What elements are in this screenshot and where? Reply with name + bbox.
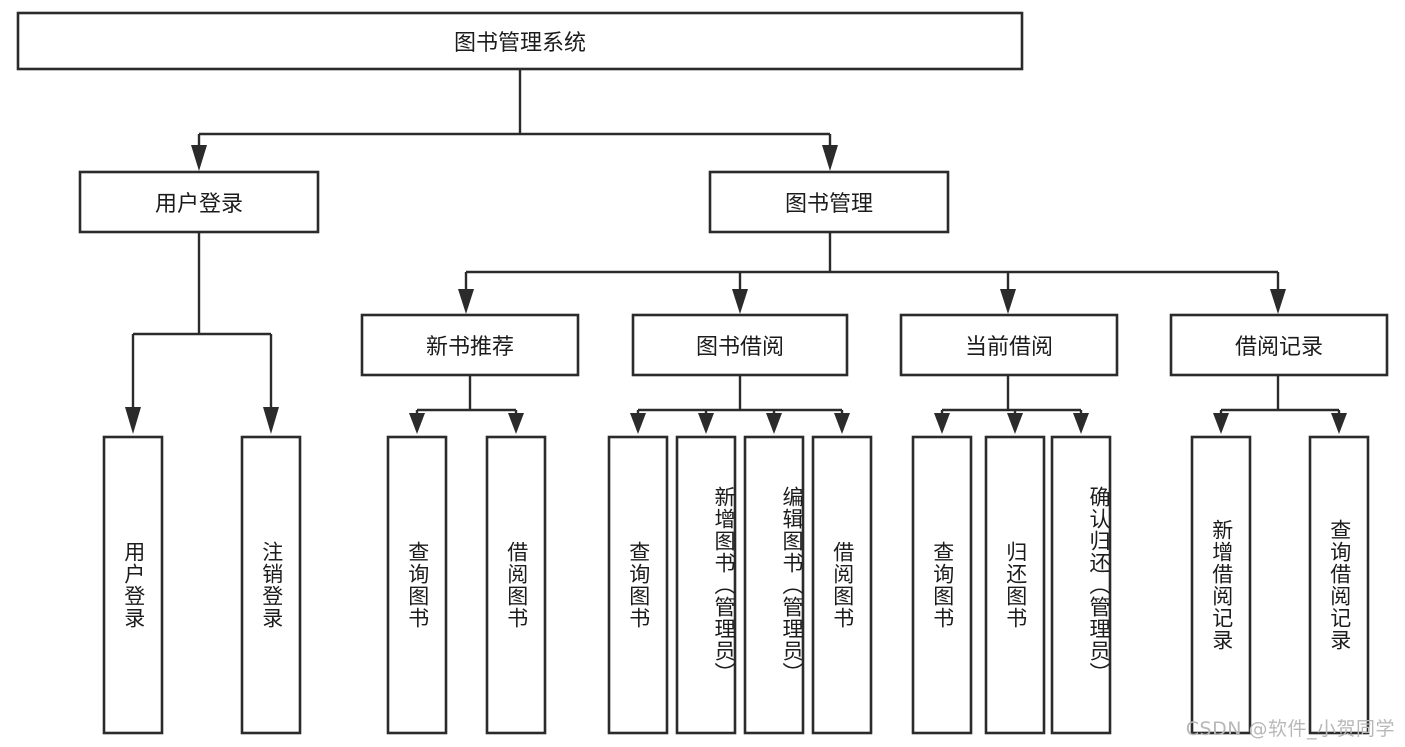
- arrowhead-current-borrow: [1000, 289, 1016, 314]
- node-box-user-login[interactable]: [78, 170, 320, 234]
- arrowhead-leaf-borrow-book: [834, 413, 850, 434]
- node-box-leaf-query-book-rec[interactable]: [386, 435, 448, 735]
- arrowhead-leaf-query-record: [1331, 413, 1347, 434]
- connector-group-borrow-record: [1213, 375, 1347, 434]
- node-box-leaf-confirm-return[interactable]: [1050, 435, 1112, 735]
- node-box-leaf-borrow-book[interactable]: [811, 435, 873, 735]
- arrowhead-book-manage: [822, 145, 838, 171]
- node-box-leaf-add-record[interactable]: [1190, 435, 1252, 735]
- node-box-leaf-user-login[interactable]: [102, 435, 164, 735]
- csdn-watermark: CSDN @软件_小贺同学: [1185, 718, 1395, 740]
- arrowhead-leaf-query-book-borrow: [630, 413, 646, 434]
- connector-group-root: [191, 69, 838, 171]
- arrowhead-leaf-user-login: [125, 407, 141, 434]
- node-box-leaf-query-book-cur[interactable]: [911, 435, 973, 735]
- arrowhead-user-login: [191, 145, 207, 171]
- arrowhead-leaf-confirm-return: [1073, 413, 1089, 434]
- node-box-current-borrow[interactable]: [899, 313, 1119, 377]
- connector-group-book-manage: [458, 232, 1286, 314]
- arrowhead-borrow-record: [1270, 289, 1286, 314]
- node-box-book-manage[interactable]: [708, 170, 950, 234]
- node-box-leaf-query-record[interactable]: [1308, 435, 1370, 735]
- arrowhead-book-borrow: [732, 289, 748, 314]
- node-box-root[interactable]: [16, 11, 1024, 71]
- node-box-leaf-edit-book[interactable]: [743, 435, 805, 735]
- node-box-book-borrow[interactable]: [631, 313, 849, 377]
- arrowhead-leaf-return-book: [1007, 413, 1023, 434]
- arrowhead-leaf-query-book-rec: [409, 413, 425, 434]
- arrowhead-leaf-query-book-cur: [934, 413, 950, 434]
- node-box-borrow-record[interactable]: [1169, 313, 1389, 377]
- arrowhead-leaf-add-book: [698, 413, 714, 434]
- node-box-leaf-borrow-book-rec[interactable]: [485, 435, 547, 735]
- arrowhead-leaf-edit-book: [766, 413, 782, 434]
- connector-group-current-borrow: [934, 375, 1089, 434]
- connector-group-book-borrow: [630, 375, 850, 434]
- connector-group-user-login: [125, 232, 279, 434]
- node-box-leaf-query-book-borrow[interactable]: [607, 435, 669, 735]
- node-box-leaf-return-book[interactable]: [984, 435, 1046, 735]
- arrowhead-leaf-borrow-book-rec: [508, 413, 524, 434]
- connector-group-new-book-recommend: [409, 375, 524, 434]
- arrowhead-leaf-user-logout: [263, 407, 279, 434]
- arrowhead-leaf-add-record: [1213, 413, 1229, 434]
- node-box-leaf-user-logout[interactable]: [240, 435, 302, 735]
- node-box-leaf-add-book[interactable]: [675, 435, 737, 735]
- arrowhead-new-book-recommend: [458, 289, 474, 314]
- node-box-new-book-recommend[interactable]: [360, 313, 580, 377]
